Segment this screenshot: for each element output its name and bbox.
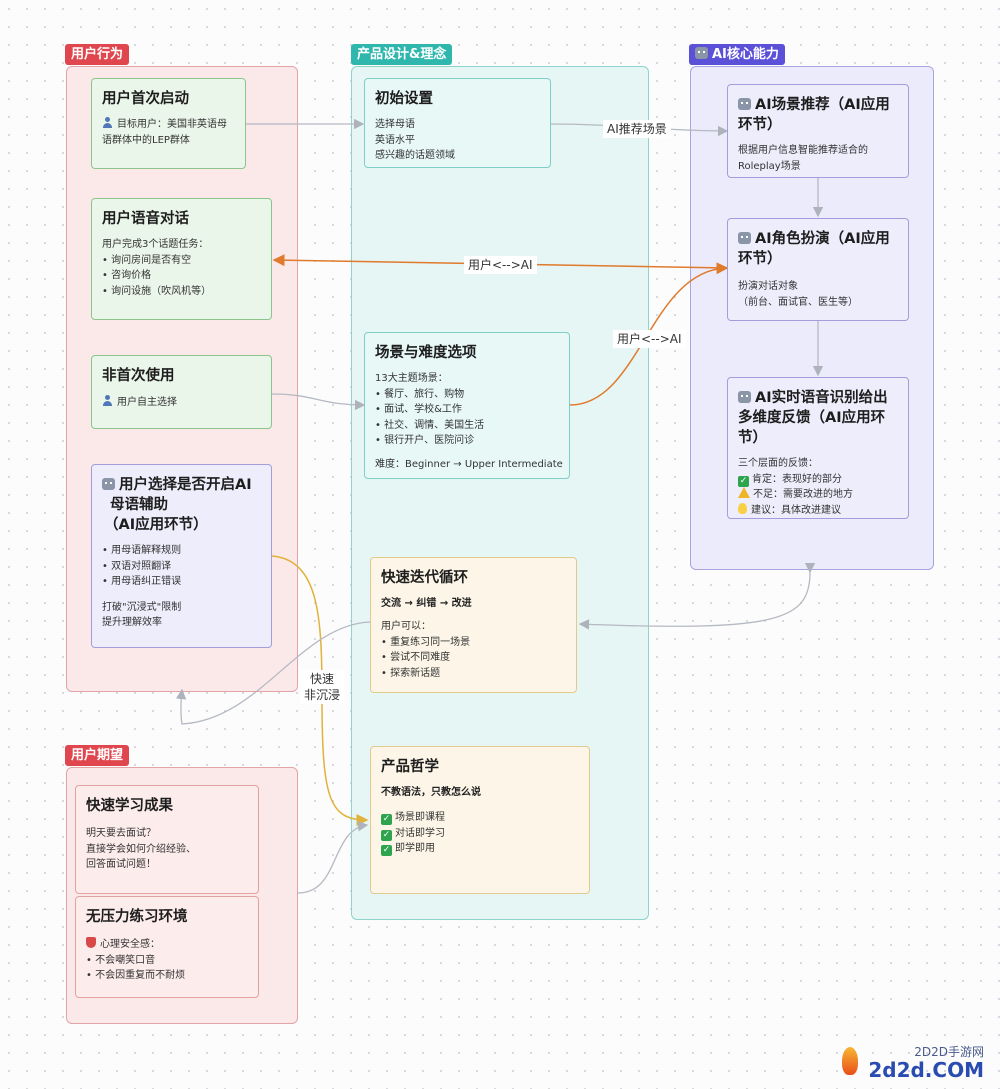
node-title: 产品哲学 [381,759,439,775]
group-label-ai-core: AI核心能力 [689,44,785,65]
node-title: 用户语音对话 [102,211,189,227]
robot-icon [102,478,115,490]
node-native-assist[interactable]: 用户选择是否开启AI 母语辅助 （AI应用环节） 用母语解释规则 双语对照翻译 … [91,464,272,648]
warning-icon [738,487,750,498]
node-title: 用户选择是否开启AI [102,475,261,495]
node-scene-difficulty[interactable]: 场景与难度选项 13大主题场景： 餐厅、旅行、购物 面试、学校&工作 社交、调情… [364,332,570,479]
lightbulb-icon [738,502,747,514]
list-item: 用母语纠正错误 [102,574,261,590]
node-title: AI实时语音识别给出 [738,388,898,408]
list-item: 咨询价格 [102,268,261,284]
node-voice-chat[interactable]: 用户语音对话 用户完成3个话题任务： 询问房间是否有空 咨询价格 询问设施（吹风… [91,198,272,320]
node-initial-setup[interactable]: 初始设置 选择母语 英语水平 感兴趣的话题领域 [364,78,551,168]
node-ai-recommend[interactable]: AI场景推荐（AI应用 环节） 根据用户信息智能推荐适合的 Roleplay场景 [727,84,909,178]
flame-logo-icon [842,1047,859,1075]
edge-label-ai-recommend: AI推荐场景 [603,120,671,138]
list-item: 银行开户、医院问诊 [375,433,559,449]
list-item: 用母语解释规则 [102,543,261,559]
node-repeat-use[interactable]: 非首次使用 用户自主选择 [91,355,272,429]
user-icon [102,117,113,128]
check-icon: ✓ [381,829,392,841]
robot-icon [738,391,751,403]
group-label-user-expectation: 用户期望 [65,745,130,766]
list-item: 不会因重复而不耐烦 [86,968,248,984]
edge-label-user-ai-1: 用户<-->AI [464,256,537,274]
shield-icon [86,937,96,948]
check-icon: ✓ [738,475,749,487]
watermark: 2D2D手游网 2d2d.COM [842,1045,984,1081]
node-iteration-loop[interactable]: 快速迭代循环 交流 → 纠错 → 改进 用户可以： 重复练习同一场景 尝试不同难… [370,557,577,693]
list-item: 不会嘲笑口音 [86,953,248,969]
node-title: 快速学习成果 [86,798,173,814]
check-icon: ✓ [381,845,392,856]
list-item: 社交、调情、美国生活 [375,418,559,434]
list-item: 双语对照翻译 [102,559,261,575]
list-item: 尝试不同难度 [381,650,566,666]
group-label-user-behavior: 用户行为 [65,44,130,65]
list-item: 探索新话题 [381,666,566,682]
node-title: AI角色扮演（AI应用 [738,229,898,249]
node-title: 无压力练习环境 [86,909,188,925]
robot-icon [738,232,751,244]
list-item: 询问设施（吹风机等） [102,284,261,300]
node-first-launch[interactable]: 用户首次启动 目标用户：美国非英语母 语群体中的LEP群体 [91,78,246,169]
list-item: 询问房间是否有空 [102,253,261,269]
node-product-philosophy[interactable]: 产品哲学 不教语法，只教怎么说 ✓场景即课程 ✓对话即学习 ✓即学即用 [370,746,590,894]
edge-label-user-ai-2: 用户<-->AI [613,330,686,348]
edge-repeat-use-to-scene [271,393,366,411]
node-title: 场景与难度选项 [375,345,477,361]
edge-label-fast-non-immersive: 快速 非沉浸 [300,670,345,704]
robot-icon [695,47,708,59]
list-item: 餐厅、旅行、购物 [375,387,559,403]
robot-icon [738,98,751,110]
node-title: 初始设置 [375,91,433,107]
node-fast-result[interactable]: 快速学习成果 明天要去面试？ 直接学会如何介绍经验、 回答面试问题！ [75,785,259,894]
edge-iteration-to-behavior [175,621,371,725]
user-icon [102,395,113,406]
edge-expect-to-philosophy [297,821,369,894]
group-label-product-design: 产品设计&理念 [351,44,453,65]
node-title: AI场景推荐（AI应用 [738,95,898,115]
node-title: 快速迭代循环 [381,570,468,586]
list-item: 重复练习同一场景 [381,635,566,651]
edge-feedback-to-iteration [578,562,816,630]
check-icon: ✓ [381,814,392,825]
node-no-pressure[interactable]: 无压力练习环境 心理安全感： 不会嘲笑口音 不会因重复而不耐烦 [75,896,259,998]
node-ai-roleplay[interactable]: AI角色扮演（AI应用 环节） 扮演对话对象 （前台、面试官、医生等） [727,218,909,321]
node-title: 非首次使用 [102,368,175,384]
node-title: 用户首次启动 [102,91,189,107]
list-item: 面试、学校&工作 [375,402,559,418]
node-ai-feedback[interactable]: AI实时语音识别给出 多维度反馈（AI应用环 节） 三个层面的反馈： ✓肯定：表… [727,377,909,519]
